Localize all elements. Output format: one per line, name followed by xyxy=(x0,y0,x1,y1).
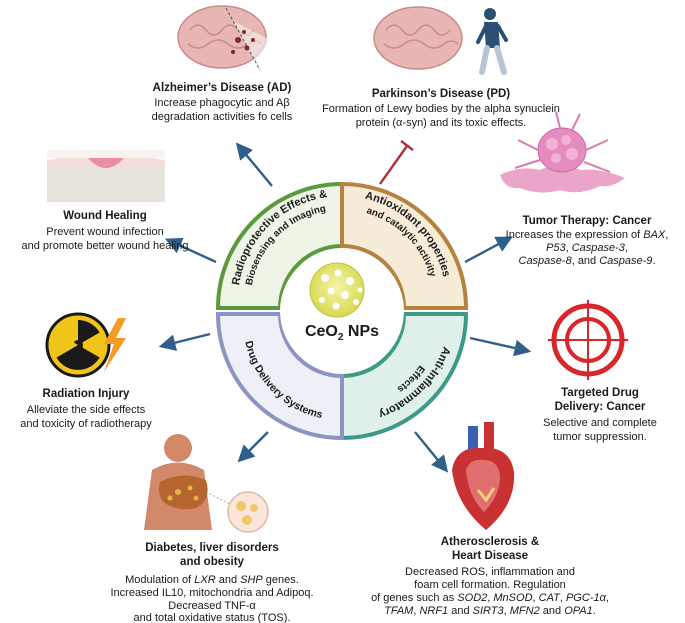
wound-desc-2: and promote better wound healing xyxy=(22,240,189,252)
arrow-to-diabetes xyxy=(237,431,269,463)
arrow-to-radiation xyxy=(158,332,211,351)
athero-desc-3: of genes such as SOD2, MnSOD, CAT, PGC-1… xyxy=(371,592,609,604)
tumor-title: Tumor Therapy: Cancer xyxy=(523,215,652,227)
ring-segment-antiinflammatory[interactable] xyxy=(340,312,469,441)
radiation-desc-2: and toxicity of radiotherapy xyxy=(20,418,152,430)
parkinsons-title: Parkinson’s Disease (PD) xyxy=(372,88,510,100)
ring-segment-antioxidant[interactable] xyxy=(340,181,469,310)
wound-title: Wound Healing xyxy=(63,210,146,222)
radiation-title: Radiation Injury xyxy=(43,388,131,400)
diabetes-desc-3: Decreased TNF-α xyxy=(168,600,256,612)
target-crosshair-icon xyxy=(548,300,628,380)
inhibit-to-parkinsons xyxy=(379,140,414,185)
parkinsons-desc-2: protein (α-syn) and its toxic effects. xyxy=(356,117,527,129)
tumor-desc-3: Caspase-8, and Caspase-9. xyxy=(519,255,656,267)
alzheimers-title: Alzheimer’s Disease (AD) xyxy=(153,82,292,94)
arrow-to-tumor xyxy=(464,236,513,264)
nanoparticle-icon xyxy=(309,262,365,318)
skin-wound-icon xyxy=(47,150,165,202)
heart-icon xyxy=(452,422,515,530)
radiation-desc-1: Alleviate the side effects xyxy=(27,404,146,416)
arrows xyxy=(158,142,532,473)
athero-title-2: Heart Disease xyxy=(452,550,528,562)
text-blocks: Alzheimer’s Disease (AD) Increase phagoc… xyxy=(20,82,668,623)
alzheimers-desc-1: Increase phagocytic and Aβ xyxy=(154,97,289,109)
arrow-to-targeted xyxy=(469,336,532,357)
diabetes-desc-2: Increased IL10, mitochondria and Adipoq. xyxy=(110,587,313,599)
diabetes-desc-4: and total oxidative status (TOS). xyxy=(134,612,291,623)
athero-desc-1: Decreased ROS, inflammation and xyxy=(405,566,575,578)
arrow-to-athero xyxy=(414,431,449,473)
athero-title-1: Atherosclerosis & xyxy=(441,536,539,548)
targeted-desc-2: tumor suppression. xyxy=(553,431,647,443)
alzheimers-desc-2: degradation activities fo cells xyxy=(152,111,293,123)
athero-desc-2: foam cell formation. Regulation xyxy=(414,579,566,591)
tumor-desc-1: Increases the expression of BAX, xyxy=(506,229,669,241)
wound-desc-1: Prevent wound infection xyxy=(46,226,163,238)
arrow-to-wound xyxy=(164,237,217,264)
diabetes-desc-1: Modulation of LXR and SHP genes. xyxy=(125,574,299,586)
diabetes-title-2: and obesity xyxy=(180,556,245,568)
ring-segment-drugdelivery[interactable] xyxy=(215,312,344,441)
tumor-cell-icon xyxy=(500,111,625,193)
diabetes-title-1: Diabetes, liver disorders xyxy=(145,542,279,554)
radiation-hazard-icon xyxy=(45,312,126,378)
tumor-desc-2: P53, Caspase-3, xyxy=(546,242,628,254)
liver-person-icon xyxy=(144,434,269,533)
athero-desc-4: TFAM, NRF1 and SIRT3, MFN2 and OPA1. xyxy=(384,605,596,617)
brain-amyloid-icon xyxy=(177,5,270,71)
targeted-title-2: Delivery: Cancer xyxy=(555,401,646,413)
targeted-desc-1: Selective and complete xyxy=(543,417,657,429)
ring xyxy=(215,181,469,441)
parkinsons-desc-1: Formation of Lewy bodies by the alpha sy… xyxy=(322,103,560,115)
brain-walking-person-icon xyxy=(373,6,508,75)
arrow-to-alzheimers xyxy=(235,142,273,187)
ring-segment-radioprotective[interactable] xyxy=(215,181,344,310)
targeted-title-1: Targeted Drug xyxy=(561,387,639,399)
center-label: CeO2 NPs xyxy=(305,323,379,343)
